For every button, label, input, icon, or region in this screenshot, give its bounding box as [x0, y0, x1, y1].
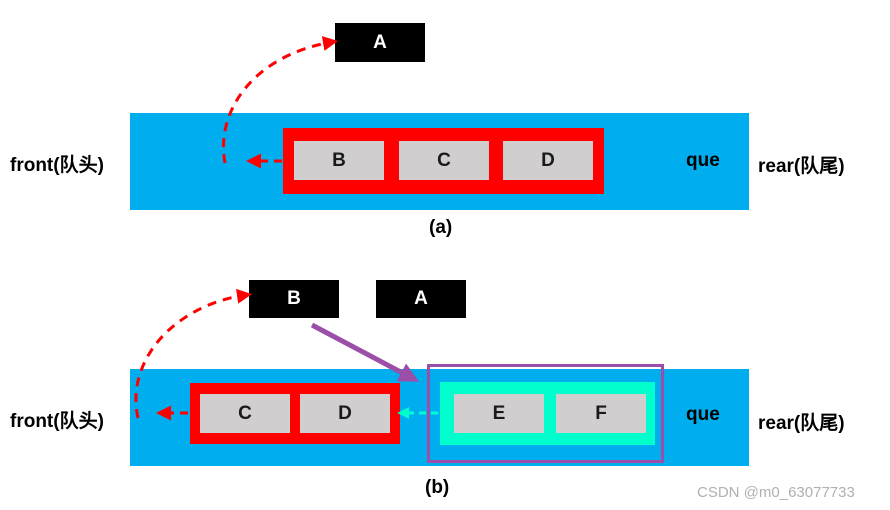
queue-label-a: que [686, 150, 720, 171]
dequeue-arrow-b [134, 288, 252, 421]
queue-cell-d-b: D [300, 394, 390, 433]
dequeued-box-b-first: B [249, 280, 339, 318]
front-label-b: front(队头) [10, 411, 104, 432]
queue-cell-d: D [503, 141, 593, 180]
dequeue-arrow-a [222, 36, 338, 169]
caption-a: (a) [429, 217, 453, 238]
caption-b: (b) [425, 477, 450, 498]
new-queue-highlight [427, 364, 664, 463]
front-label-a: front(队头) [10, 155, 104, 176]
purple-arrow-b [310, 322, 420, 382]
dequeued-box-b-second: A [376, 280, 466, 318]
queue-cell-f: F [556, 394, 646, 433]
queue-cell-c-b: C [200, 394, 290, 433]
rear-label-b: rear(队尾) [758, 413, 845, 434]
watermark: CSDN @m0_63077733 [697, 484, 855, 501]
queue-label-b: que [686, 404, 720, 425]
queue-cell-e: E [454, 394, 544, 433]
queue-cell-b: B [294, 141, 384, 180]
rear-label-a: rear(队尾) [758, 156, 845, 177]
dequeued-box-a: A [335, 23, 425, 62]
queue-cell-c: C [399, 141, 489, 180]
